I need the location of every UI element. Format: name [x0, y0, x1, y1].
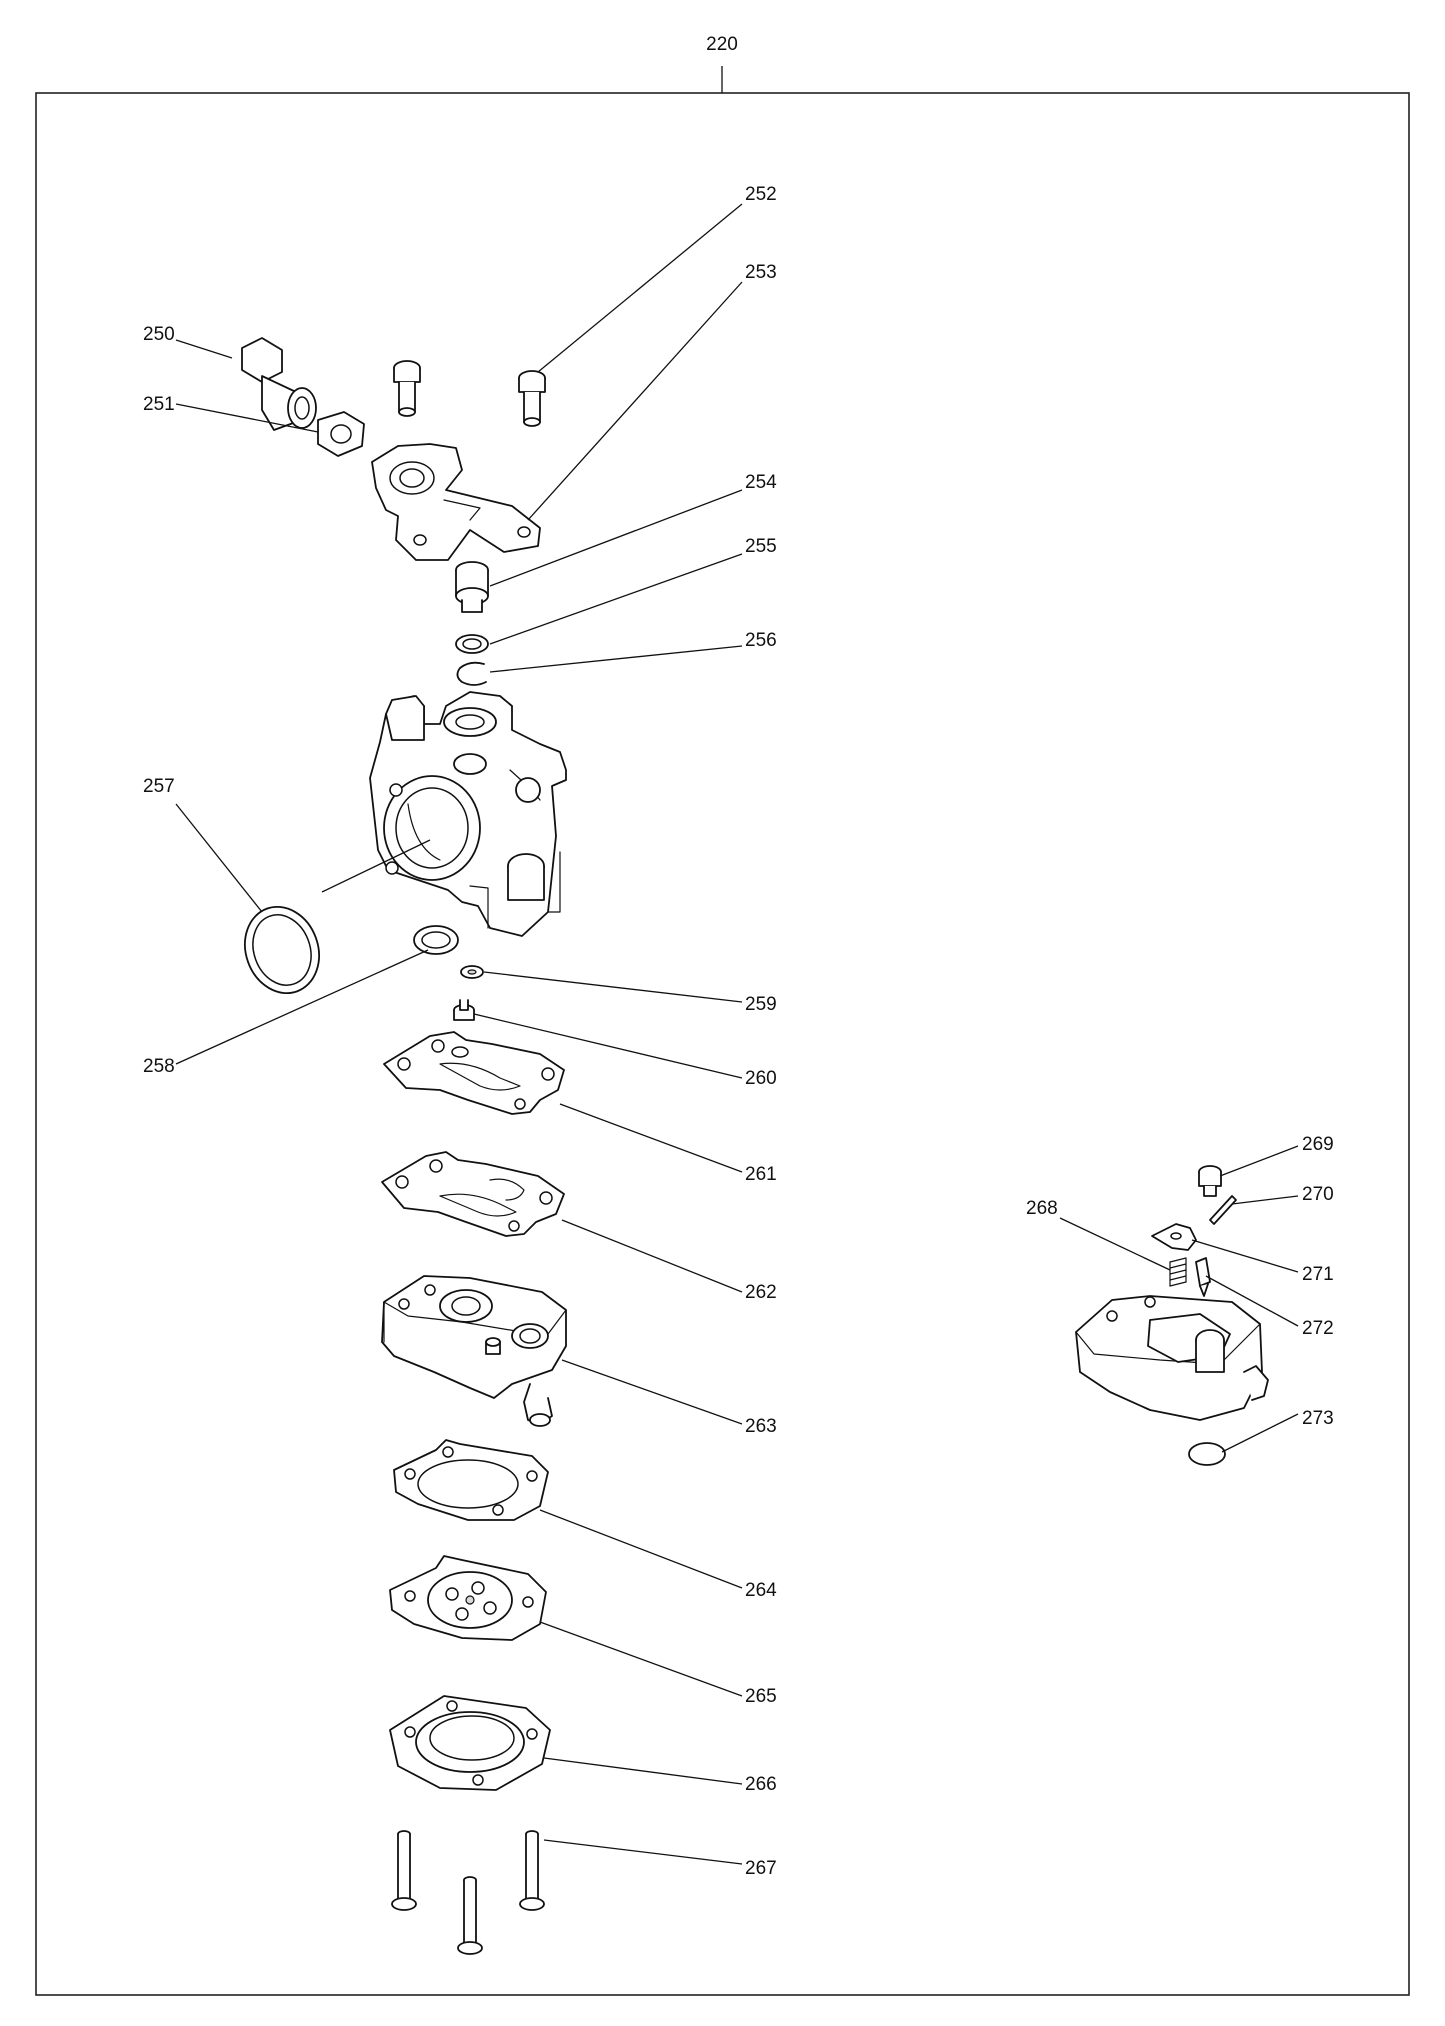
- part-262-gasket: [381, 1151, 565, 1237]
- leader-270: [1231, 1195, 1299, 1205]
- part-256-e-clip: [456, 661, 487, 686]
- leader-271: [1191, 1239, 1299, 1273]
- leader-262: [561, 1219, 743, 1293]
- leader-260: [473, 1013, 743, 1079]
- label-252: 252: [745, 184, 777, 205]
- leader-273: [1221, 1413, 1299, 1453]
- part-255-washer: [455, 634, 489, 654]
- part-271-lever: [1151, 1223, 1197, 1251]
- part-254-adjust-screw: [455, 561, 489, 613]
- label-269: 269: [1302, 1134, 1334, 1155]
- leader-266: [543, 1757, 743, 1785]
- part-273-disc: [1188, 1442, 1226, 1466]
- leader-258: [175, 949, 429, 1065]
- leader-269: [1219, 1145, 1299, 1177]
- part-267-screw-c: [519, 1830, 545, 1911]
- part-267-screw-b: [457, 1876, 483, 1955]
- leader-259: [483, 971, 743, 1003]
- label-260: 260: [745, 1068, 777, 1089]
- part-259-washer: [460, 965, 484, 979]
- leader-261: [559, 1103, 743, 1173]
- label-270: 270: [1302, 1184, 1334, 1205]
- label-258: 258: [143, 1056, 175, 1077]
- leader-263: [561, 1359, 743, 1425]
- label-255: 255: [745, 536, 777, 557]
- part-265-diaphragm: [389, 1555, 547, 1641]
- leader-252: [537, 203, 743, 373]
- label-265: 265: [745, 1686, 777, 1707]
- leader-257-body: [321, 839, 431, 893]
- label-253: 253: [745, 262, 777, 283]
- part-263-pump-body: [381, 1275, 567, 1427]
- leader-272: [1205, 1275, 1299, 1327]
- part-264-gasket: [393, 1439, 549, 1521]
- leader-253: [527, 281, 743, 521]
- part-labels: 250 251 252 253 254 255 256 257 258 259 …: [143, 184, 1334, 1879]
- part-266-cover: [389, 1695, 551, 1791]
- leader-265: [539, 1621, 743, 1697]
- leader-250: [175, 339, 233, 359]
- part-261-gasket: [383, 1031, 565, 1115]
- label-272: 272: [1302, 1318, 1334, 1339]
- part-251-nut: [317, 411, 365, 457]
- leader-268: [1059, 1217, 1171, 1271]
- part-258-small-seal: [413, 925, 459, 955]
- leader-255: [489, 553, 743, 645]
- label-271: 271: [1302, 1264, 1334, 1285]
- leader-264: [539, 1509, 743, 1589]
- leader-256: [489, 645, 743, 673]
- label-264: 264: [745, 1580, 777, 1601]
- part-252-screw-second: [518, 370, 546, 427]
- part-269-screw: [1198, 1165, 1222, 1197]
- part-253-bracket: [371, 443, 541, 561]
- label-261: 261: [745, 1164, 777, 1185]
- label-220: 220: [706, 34, 738, 55]
- part-250-fuel-fitting: [241, 337, 317, 431]
- label-257: 257: [143, 776, 175, 797]
- label-254: 254: [745, 472, 777, 493]
- part-263-pump-body-detail: [1075, 1295, 1269, 1421]
- label-266: 266: [745, 1774, 777, 1795]
- label-273: 273: [1302, 1408, 1334, 1429]
- part-257-carburetor-body: [369, 691, 567, 937]
- diagram-frame: [35, 92, 1410, 1996]
- leader-251: [175, 403, 319, 433]
- part-272-needle: [1195, 1257, 1211, 1297]
- label-251: 251: [143, 394, 175, 415]
- leader-267: [543, 1839, 743, 1865]
- part-270-pin: [1209, 1195, 1237, 1225]
- part-260-pin: [453, 999, 475, 1021]
- part-252-screw: [393, 360, 421, 417]
- label-256: 256: [745, 630, 777, 651]
- leader-254: [489, 489, 743, 587]
- leader-lines: [175, 203, 1299, 1865]
- part-257-seal-ring: [244, 905, 320, 995]
- label-268: 268: [1026, 1198, 1058, 1219]
- label-250: 250: [143, 324, 175, 345]
- part-268-spring: [1169, 1257, 1187, 1287]
- label-267: 267: [745, 1858, 777, 1879]
- part-267-screw-a: [391, 1830, 417, 1911]
- label-259: 259: [745, 994, 777, 1015]
- leader-257: [175, 803, 263, 913]
- label-263: 263: [745, 1416, 777, 1437]
- label-262: 262: [745, 1282, 777, 1303]
